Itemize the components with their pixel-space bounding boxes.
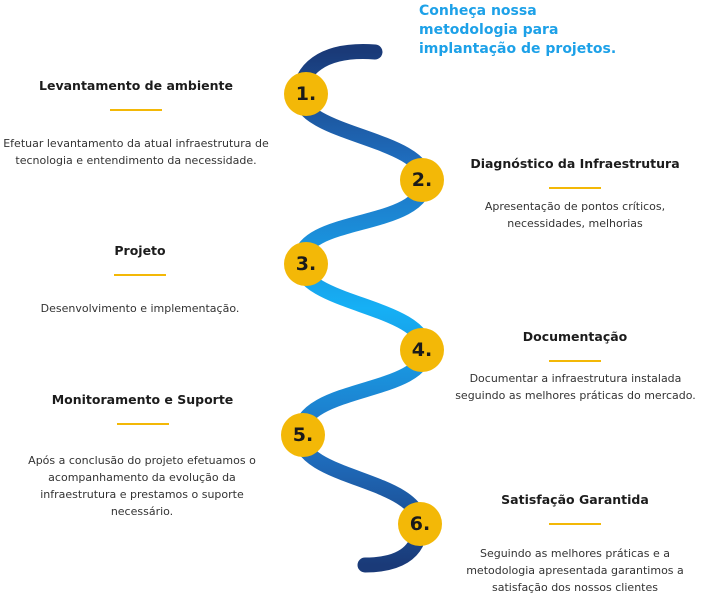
step-3-divider [114, 274, 166, 276]
step-1-description: Efetuar levantamento da atual infraestru… [3, 137, 269, 167]
step-3-badge: 3. [284, 242, 328, 286]
step-6-badge: 6. [398, 502, 442, 546]
step-3-title: Projeto [114, 243, 166, 258]
step-5-description: Após a conclusão do projeto efetuamos o … [28, 454, 256, 518]
step-3: Projeto [20, 243, 260, 276]
step-6-title: Satisfação Garantida [501, 492, 649, 507]
step-5: Monitoramento e Suporte [10, 392, 275, 425]
step-2: Diagnóstico da Infraestrutura [455, 156, 695, 189]
step-6-description: Seguindo as melhores práticas e a metodo… [466, 547, 684, 594]
step-4: Documentação [455, 329, 695, 362]
step-5-divider [116, 423, 169, 425]
step-5-badge: 5. [281, 413, 325, 457]
step-1-title: Levantamento de ambiente [39, 78, 233, 93]
step-6-divider [549, 523, 601, 525]
step-3-description: Desenvolvimento e implementação. [40, 302, 240, 315]
step-4-badge: 4. [400, 328, 444, 372]
step-1: Levantamento de ambiente [0, 78, 272, 111]
step-5-title: Monitoramento e Suporte [51, 392, 234, 407]
step-4-divider [549, 360, 601, 362]
step-1-divider [110, 109, 162, 111]
step-2-divider [549, 187, 601, 189]
step-2-badge: 2. [400, 158, 444, 202]
headline: Conheça nossa metodologia para implantaç… [419, 3, 617, 57]
step-4-title: Documentação [522, 329, 628, 344]
step-2-description: Apresentação de pontos críticos, necessi… [484, 200, 666, 230]
step-2-title: Diagnóstico da Infraestrutura [470, 156, 680, 171]
step-1-badge: 1. [284, 72, 328, 116]
path-curve [292, 44, 433, 573]
step-4-description: Documentar a infraestrutura instalada se… [455, 372, 696, 402]
step-6: Satisfação Garantida [455, 492, 695, 525]
